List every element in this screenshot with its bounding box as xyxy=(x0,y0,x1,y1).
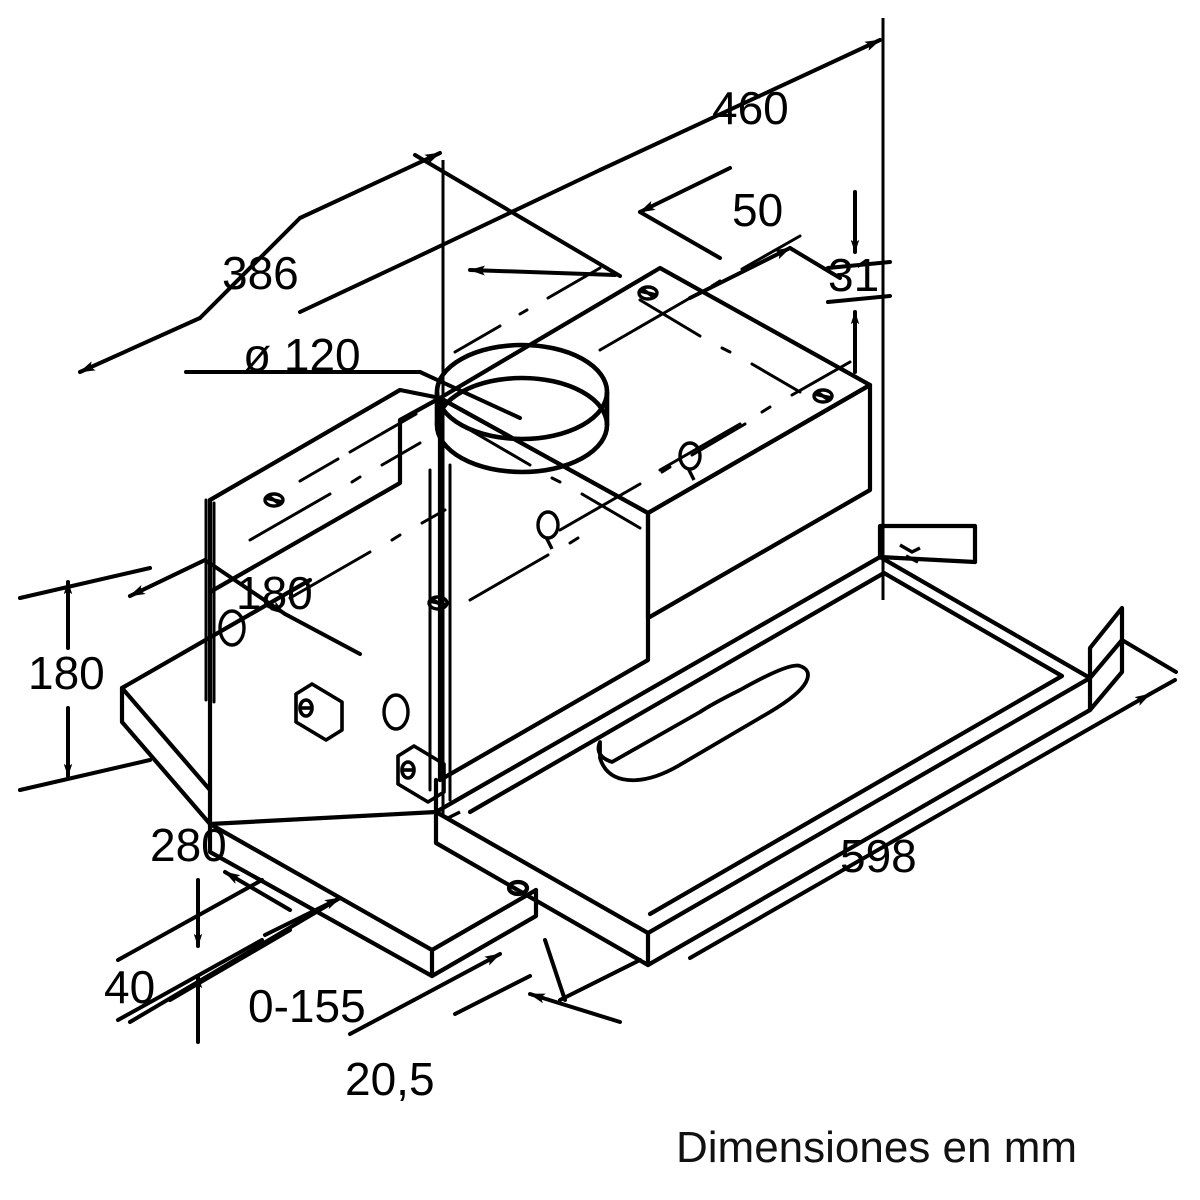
dimension-label-180-depth: 180 xyxy=(236,567,313,619)
slide-bracket-right xyxy=(877,523,978,565)
dim-31-ext-top xyxy=(826,260,892,270)
pullout-drawer-group xyxy=(433,523,1125,968)
units-caption: Dimensiones en mm xyxy=(676,1123,1078,1172)
dim-386-ext-top xyxy=(413,153,622,278)
dimension-label-280: 280 xyxy=(150,819,227,871)
centerline-j xyxy=(638,298,802,394)
duct-outlet-group xyxy=(434,342,610,475)
dim-0155-line-long xyxy=(128,896,342,1024)
slide-tip-right xyxy=(1087,605,1125,681)
centerline-b xyxy=(468,428,642,530)
dim-50-line-right xyxy=(688,246,792,300)
dim-386-leader xyxy=(198,216,302,320)
centerline-h xyxy=(558,422,747,532)
hood-corner-post xyxy=(204,498,216,704)
dim-598-line xyxy=(928,692,1152,822)
vent-hole-2 xyxy=(536,510,560,550)
drawer-handle xyxy=(596,663,810,783)
centerline-f xyxy=(288,508,447,600)
dim-280-ext-bot xyxy=(116,938,264,1022)
dimension-label-180-height: 180 xyxy=(28,647,105,699)
dim-180b-ext-bot xyxy=(18,758,152,792)
dim-460-leader xyxy=(413,168,602,260)
dimension-label-50: 50 xyxy=(732,184,784,236)
dim-205-tick xyxy=(543,938,567,1002)
slide-bracket-right-2 xyxy=(877,554,978,565)
screw-point-2 xyxy=(812,388,834,404)
hood-front-face xyxy=(437,395,651,783)
screw-point-1 xyxy=(637,285,659,301)
dimension-lines-group xyxy=(18,38,1178,1044)
dimension-label-386: 386 xyxy=(222,247,299,299)
screw-point-3 xyxy=(263,492,285,508)
dimension-label-20-5: 20,5 xyxy=(345,1053,435,1105)
hood-base-lower-line xyxy=(207,821,435,979)
dim-205-ext-left xyxy=(453,974,532,1016)
dim-50-ext-a xyxy=(638,210,722,260)
dim-205-arrow xyxy=(528,992,622,1024)
dim-180a-ext-right xyxy=(283,612,362,656)
dimension-label-31: 31 xyxy=(828,249,880,301)
hood-base-front-edge xyxy=(429,887,539,979)
dim-280-ext-top xyxy=(116,878,264,962)
reference-lines-group xyxy=(441,18,885,815)
fixing-points-group xyxy=(218,285,834,731)
centerline-d xyxy=(298,412,418,483)
hood-front-flange xyxy=(428,463,452,802)
dim-dia120-leader xyxy=(418,370,522,420)
slot-hole-1 xyxy=(218,609,246,647)
centerline-e xyxy=(248,441,422,542)
hood-left-wing-edge xyxy=(207,387,443,503)
drawer-front-rail xyxy=(433,809,651,968)
dim-31-ext-bot xyxy=(826,294,892,304)
dim-205-ext-right xyxy=(558,958,642,1002)
dimension-label-598: 598 xyxy=(840,830,917,882)
centerline-g xyxy=(658,360,852,472)
dim-386-line-left xyxy=(78,316,202,374)
dim-180b-ext-top xyxy=(18,566,152,600)
dim-386-line-right xyxy=(298,151,442,220)
dim-0155-line-left xyxy=(223,870,292,912)
dim-50-line-left xyxy=(638,166,732,214)
dimension-label-dia120: ø 120 xyxy=(243,329,361,381)
slide-tip-right-2 xyxy=(1087,637,1125,713)
dim-598-ext-right xyxy=(1148,678,1177,696)
hood-body-group xyxy=(119,265,873,979)
hood-base-plate xyxy=(119,685,213,827)
vent-hole-1 xyxy=(678,441,702,481)
dimension-label-40: 40 xyxy=(104,961,156,1013)
dim-50-ext-b xyxy=(788,246,842,280)
dim-0155-arrow-far xyxy=(412,952,502,1002)
dim-598-ext-left xyxy=(688,818,932,960)
dimension-label-0-155: 0-155 xyxy=(248,980,366,1032)
dim-386-arrow-in xyxy=(468,265,617,277)
dim-180a-arrow-left xyxy=(128,558,207,598)
drawer-corner-detail xyxy=(435,543,921,820)
dim-0155-ext xyxy=(348,998,416,1036)
drawer-screw xyxy=(506,879,530,897)
top-face-centerlines xyxy=(248,234,852,602)
dim-180a-line xyxy=(203,558,287,616)
dim-460-extension xyxy=(298,256,417,314)
slot-hole-2 xyxy=(382,693,410,731)
bracket-upper xyxy=(294,682,344,742)
dimension-label-460: 460 xyxy=(712,82,789,134)
centerline-i xyxy=(468,536,580,602)
dim-460-line xyxy=(598,38,882,172)
drawer-inner-lip xyxy=(467,570,1065,917)
dim-598-tick xyxy=(1120,638,1178,674)
